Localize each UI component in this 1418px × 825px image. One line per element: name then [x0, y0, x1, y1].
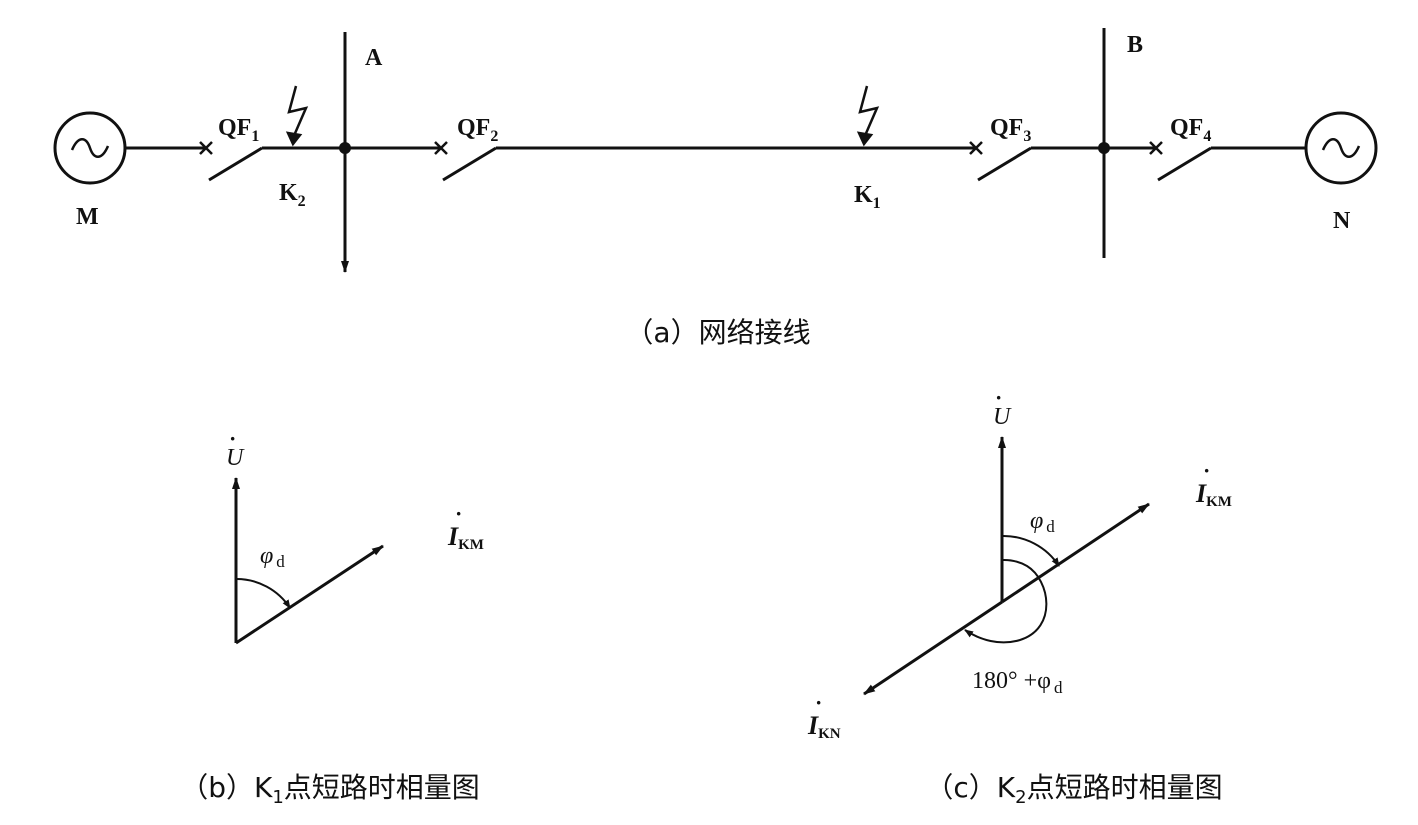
k2-label: K2 [279, 180, 306, 210]
breaker-qf1 [199, 141, 263, 182]
current-km-phasor-c [1001, 502, 1150, 604]
fault-k1-lightning-icon [856, 85, 880, 147]
k1-label: K1 [854, 182, 881, 212]
qf4-label: QF4 [1170, 115, 1211, 145]
bus-b-label: B [1127, 32, 1143, 58]
caption-b: （b）K1点短路时相量图 [180, 771, 480, 808]
breaker-qf3 [969, 141, 1032, 182]
source-n-label: N [1333, 208, 1351, 234]
angle-arc-b [235, 577, 291, 609]
i-km-label-b: IKM [447, 522, 484, 553]
bus-a-label: A [365, 45, 383, 71]
phasor-diagram-b [232, 477, 384, 645]
angle-arc-phi-c [1001, 534, 1060, 567]
u-label-c: U [993, 404, 1012, 430]
i-kn-dot-c: · [815, 690, 822, 715]
source-m [53, 111, 127, 185]
qf3-label: QF3 [990, 115, 1031, 145]
caption-a: （a）网络接线 [625, 316, 810, 349]
i-kn-label-c: IKN [807, 711, 841, 742]
network-diagram [53, 28, 1378, 273]
caption-c: （c）K2点短路时相量图 [925, 771, 1222, 808]
qf2-label: QF2 [457, 115, 498, 145]
i-km-label-c: IKM [1195, 479, 1232, 510]
source-n [1304, 111, 1378, 185]
i-dot-b: · [455, 501, 462, 526]
network-labels: M N A B QF1 QF2 QF3 QF4 K2 K1 [76, 32, 1351, 234]
i-km-dot-c: · [1203, 458, 1210, 483]
phasor-diagram-c [863, 436, 1150, 696]
breaker-qf2 [434, 141, 497, 182]
current-kn-phasor-c [863, 600, 1003, 696]
current-km-phasor-b [235, 544, 384, 645]
u-dot-c: · [995, 385, 1002, 410]
source-m-label: M [76, 204, 99, 230]
qf1-label: QF1 [218, 115, 259, 145]
angle-arc-180-c [964, 558, 1048, 644]
breaker-qf4 [1149, 141, 1212, 182]
sine-icon [1321, 138, 1361, 158]
fault-k2-lightning-icon [285, 85, 309, 147]
sine-icon [70, 138, 110, 158]
u-label-b: U [226, 445, 245, 471]
u-dot-b: · [229, 426, 236, 451]
